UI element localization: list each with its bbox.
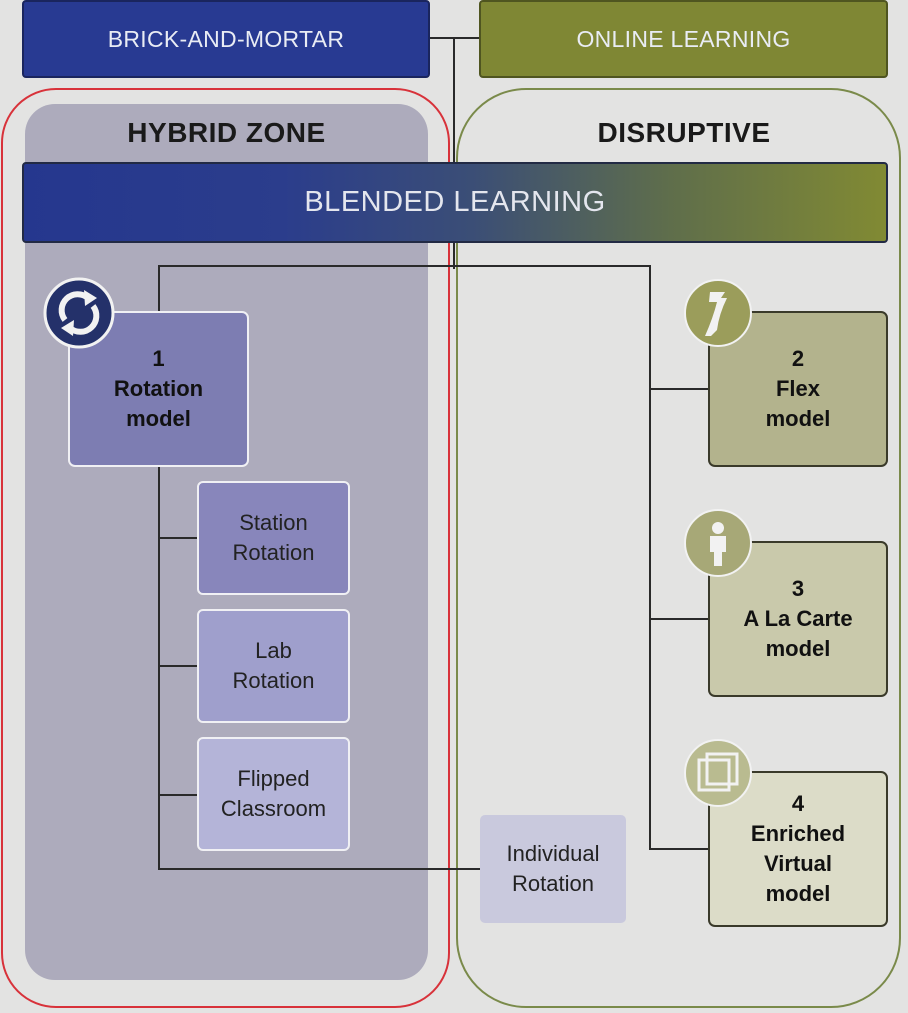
- individual-rotation-line2: Rotation: [512, 871, 594, 896]
- enriched-virtual-model-line2: Virtual: [763, 851, 833, 876]
- hybrid-zone-title: HYBRID ZONE: [127, 117, 326, 148]
- flex-model-box: 2 Flex model: [708, 311, 888, 467]
- top-connector: [158, 265, 651, 267]
- highlight-outline: [1, 88, 450, 1008]
- lab-rotation-box: Lab Rotation: [197, 609, 350, 723]
- lab-branch: [158, 665, 198, 667]
- flex-model-line2: model: [765, 406, 831, 431]
- station-rotation-box: Station Rotation: [197, 481, 350, 595]
- a-la-carte-model-number: 3: [791, 576, 805, 601]
- station-rotation-line2: Rotation: [232, 540, 315, 565]
- enriched-virtual-model-line1: Enriched: [750, 821, 846, 846]
- station-branch: [158, 537, 198, 539]
- flex-model-line1: Flex: [775, 376, 821, 401]
- brick-and-mortar-label: BRICK-AND-MORTAR: [107, 25, 345, 52]
- blended-learning-banner: BLENDED LEARNING: [22, 162, 888, 243]
- enriched-virtual-model-number: 4: [791, 791, 805, 816]
- rotation-model-box: 1 Rotation model: [68, 311, 249, 467]
- bottom-connector: [158, 868, 480, 870]
- stacked-squares-icon: [683, 738, 753, 808]
- online-learning-label: ONLINE LEARNING: [576, 25, 791, 52]
- a-la-carte-model-line2: model: [765, 636, 831, 661]
- a-la-carte-model-box: 3 A La Carte model: [708, 541, 888, 697]
- header-connector-v: [453, 37, 455, 269]
- enriched-branch: [649, 848, 709, 850]
- rotation-model-number: 1: [152, 346, 165, 371]
- station-rotation-line1: Station: [239, 510, 308, 535]
- online-learning-box: ONLINE LEARNING: [479, 0, 888, 78]
- rotation-model-line1: Rotation: [113, 376, 204, 401]
- individual-rotation-line1: Individual: [506, 841, 600, 866]
- enriched-virtual-model-line3: model: [765, 881, 831, 906]
- flex-path-icon: [683, 278, 753, 348]
- flipped-classroom-line1: Flipped: [237, 766, 310, 791]
- flipped-branch: [158, 794, 198, 796]
- lab-rotation-line1: Lab: [255, 638, 292, 663]
- disruptive-zone-outline: [456, 88, 901, 1008]
- rotation-arrows-icon: [42, 276, 116, 350]
- individual-rotation-box: Individual Rotation: [480, 815, 626, 923]
- person-icon: [683, 508, 753, 578]
- blended-learning-label: BLENDED LEARNING: [304, 186, 606, 218]
- a-la-carte-branch: [649, 618, 709, 620]
- flipped-classroom-line2: Classroom: [220, 796, 327, 821]
- lab-rotation-line2: Rotation: [232, 668, 315, 693]
- a-la-carte-model-line1: A La Carte: [743, 606, 853, 631]
- left-vertical-connector: [158, 265, 160, 870]
- right-vertical-connector: [649, 265, 651, 850]
- disruptive-title: DISRUPTIVE: [597, 117, 771, 148]
- brick-and-mortar-box: BRICK-AND-MORTAR: [22, 0, 430, 78]
- flipped-classroom-box: Flipped Classroom: [197, 737, 350, 851]
- flex-branch: [649, 388, 709, 390]
- flex-model-number: 2: [791, 346, 805, 371]
- rotation-model-line2: model: [126, 406, 191, 431]
